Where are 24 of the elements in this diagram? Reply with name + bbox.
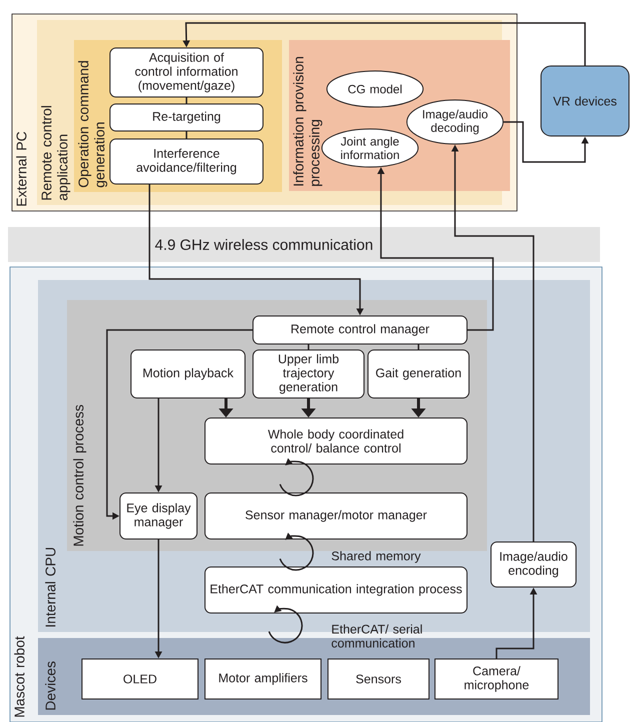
process-box: Upper limb trajectory generation bbox=[252, 350, 364, 398]
device-box: Camera/ microphone bbox=[434, 658, 558, 700]
process-box: Eye display manager bbox=[120, 492, 198, 540]
process-box: Remote control manager bbox=[252, 316, 468, 344]
connector-line bbox=[418, 344, 420, 350]
process-box: Whole body coordinated control/ balance control bbox=[204, 418, 468, 464]
edge-label: EtherCAT/ serial communication bbox=[332, 624, 422, 648]
wireless-band: 4.9 GHz wireless communication bbox=[8, 227, 600, 262]
process-box: Sensor manager/motor manager bbox=[204, 492, 468, 540]
process-box: Image/audio encoding bbox=[490, 542, 576, 588]
process-box: Motion playback bbox=[130, 350, 246, 398]
process-box: EtherCAT communication integration process bbox=[204, 566, 468, 614]
edge-label: Shared memory bbox=[332, 551, 421, 563]
device-box: Motor amplifiers bbox=[204, 658, 322, 700]
process-box: Re-targeting bbox=[110, 104, 264, 132]
connector-line bbox=[186, 98, 188, 104]
device-box: VR devices bbox=[540, 66, 630, 136]
device-box: OLED bbox=[82, 658, 198, 700]
process-box: Interference avoidance/filtering bbox=[110, 138, 264, 184]
connector-line bbox=[186, 132, 188, 138]
device-box: Sensors bbox=[328, 658, 430, 700]
process-box: Gait generation bbox=[368, 350, 470, 398]
process-box: Acquisition of control information (movement/gaze) bbox=[110, 48, 264, 98]
connector-line bbox=[308, 344, 310, 350]
